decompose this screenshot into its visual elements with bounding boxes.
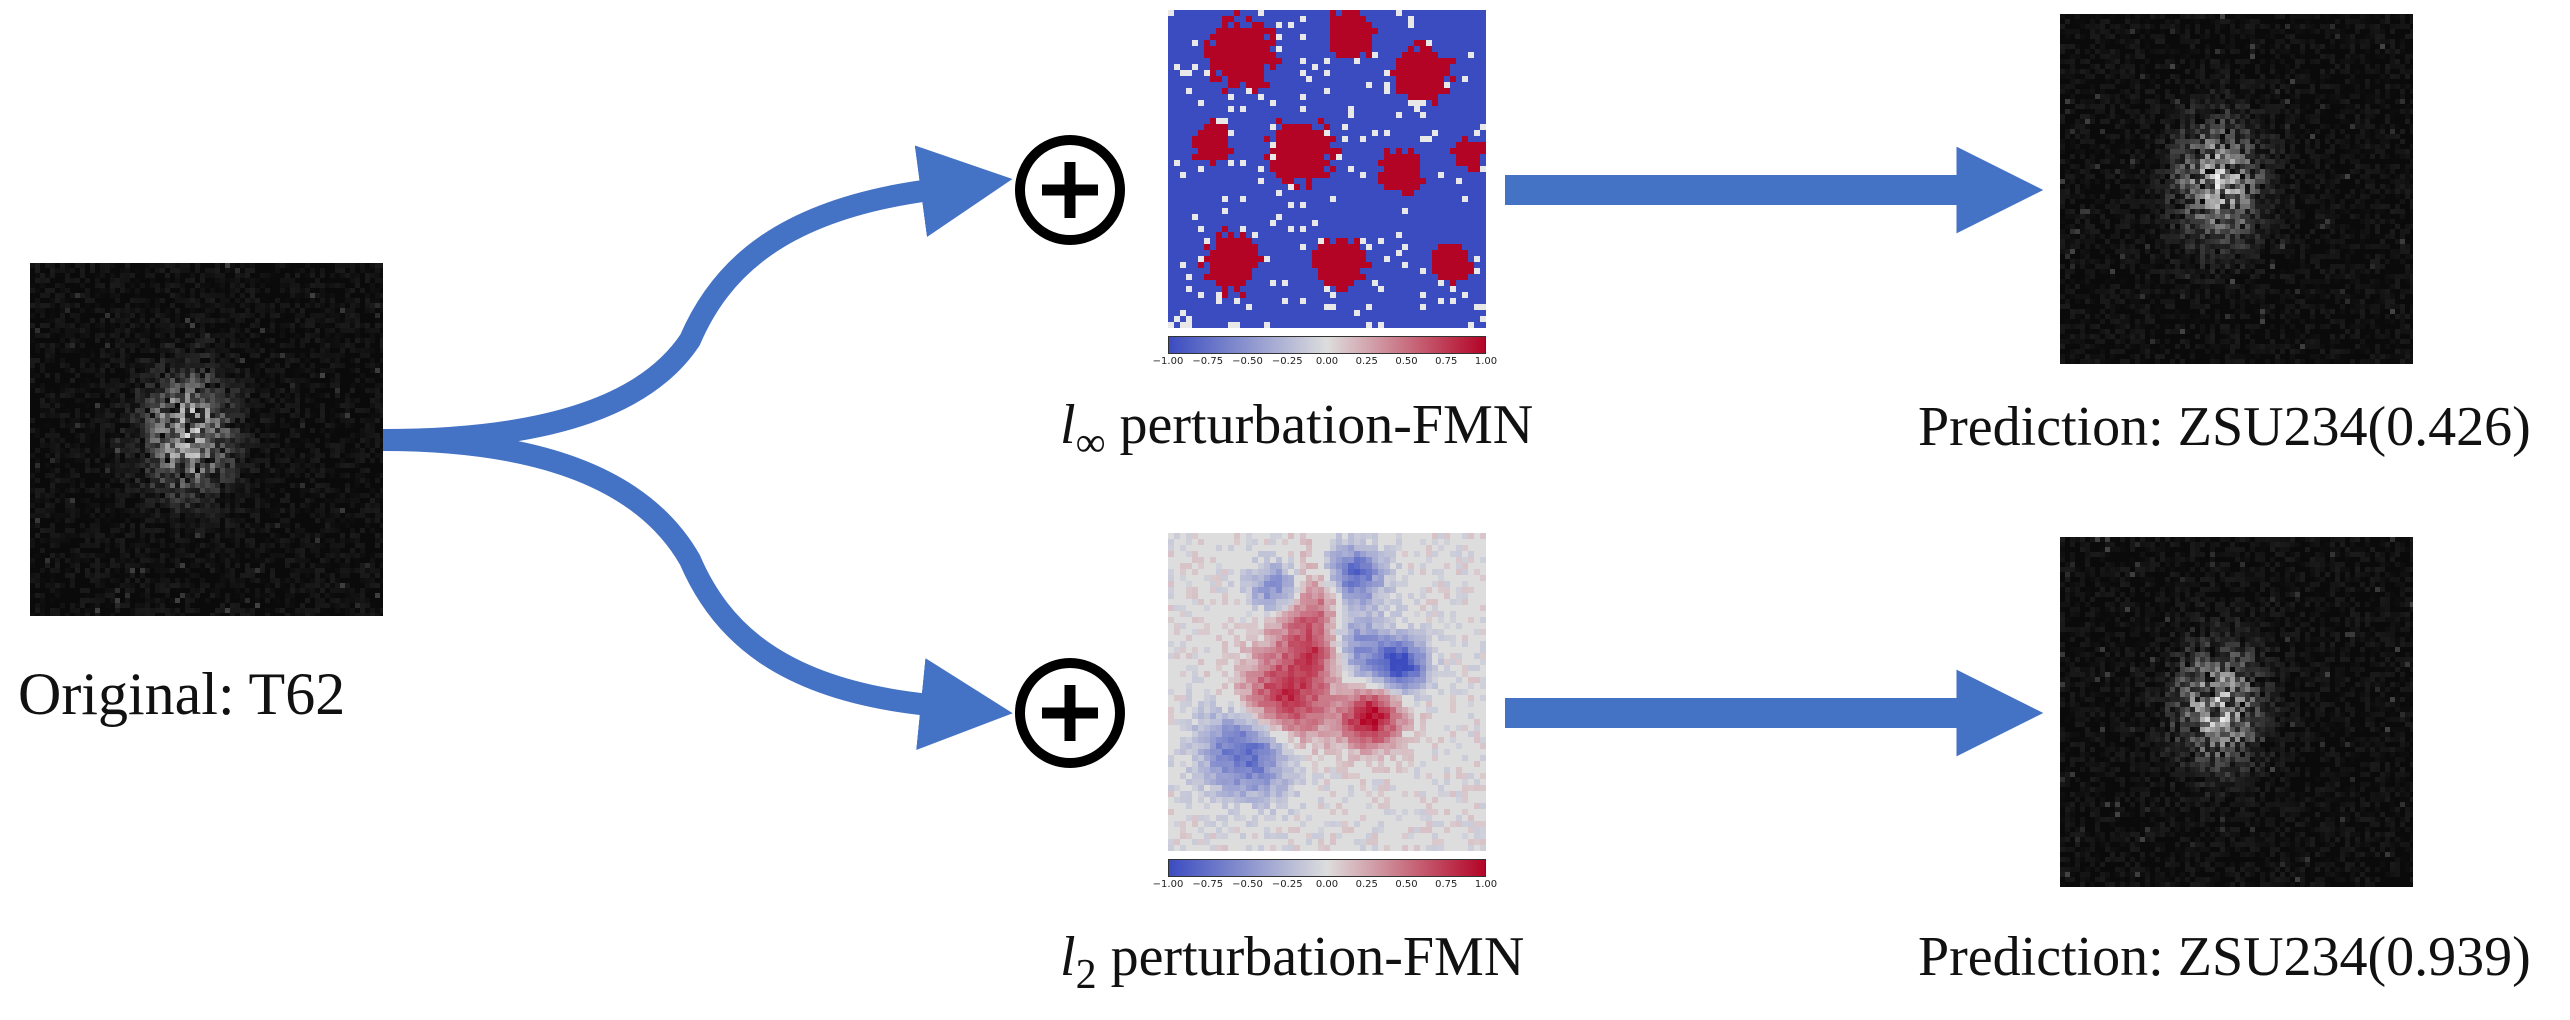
colorbar-tick-label: 0.00	[1315, 356, 1339, 367]
colorbar-tick-label: 0.00	[1315, 879, 1339, 890]
linf-perturbation-map	[1168, 10, 1486, 328]
adversarial-sar-image-top	[2060, 14, 2413, 364]
norm-subscript: ∞	[1075, 419, 1106, 466]
sar-image-canvas	[2060, 14, 2413, 364]
linf-perturbation-canvas	[1168, 10, 1486, 328]
colorbar-tick-label: 0.75	[1435, 356, 1458, 367]
colorbar-tick-label: −1.00	[1152, 879, 1184, 890]
split-arrow-top	[382, 145, 1013, 451]
colorbar-tick-label: −0.50	[1232, 879, 1263, 890]
split-arrow-bottom	[382, 429, 1013, 751]
circled-plus-icon	[1015, 658, 1125, 768]
prediction-label-bottom: Prediction: ZSU234(0.939)	[1918, 926, 2531, 988]
colorbar-tick-label: 0.25	[1355, 356, 1378, 367]
sar-image-canvas	[30, 263, 383, 616]
colorbar-tick-label: 1.00	[1474, 879, 1498, 890]
norm-symbol: l	[1060, 394, 1076, 456]
original-sar-image	[30, 263, 383, 616]
norm-subscript: 2	[1075, 951, 1097, 998]
linf-colorbar-ticks: −1.00 −0.75 −0.50 −0.25 0.00 0.25 0.50 0.75 1.00	[1153, 356, 1497, 370]
perturbation-label: perturbation-FMN	[1105, 394, 1534, 456]
colorbar-tick-label: 0.25	[1355, 879, 1378, 890]
colorbar-tick-label: −0.75	[1192, 356, 1224, 367]
sar-image-canvas	[2060, 537, 2413, 887]
colorbar-tick-label: 1.00	[1474, 356, 1498, 367]
linf-perturbation-caption: l∞ perturbation-FMN	[1060, 393, 1534, 466]
colorbar-tick-label: −1.00	[1152, 356, 1184, 367]
l2-colorbar	[1168, 859, 1486, 877]
colorbar-tick-label: 0.50	[1395, 356, 1418, 367]
norm-symbol: l	[1060, 926, 1076, 988]
colorbar-tick-label: −0.50	[1232, 356, 1263, 367]
l2-perturbation-map	[1168, 533, 1486, 851]
perturbation-label: perturbation-FMN	[1096, 926, 1525, 988]
colorbar-tick-label: −0.25	[1271, 356, 1303, 367]
prediction-label-top: Prediction: ZSU234(0.426)	[1918, 396, 2531, 458]
colorbar-tick-label: −0.25	[1271, 879, 1303, 890]
circled-plus-icon	[1015, 135, 1125, 245]
l2-colorbar-ticks: −1.00 −0.75 −0.50 −0.25 0.00 0.25 0.50 0.75 1.00	[1153, 879, 1497, 893]
l2-perturbation-canvas	[1168, 533, 1486, 851]
original-label: Original: T62	[18, 661, 346, 727]
colorbar-tick-label: −0.75	[1192, 879, 1224, 890]
l2-perturbation-caption: l2 perturbation-FMN	[1060, 925, 1525, 998]
adversarial-sar-image-bottom	[2060, 537, 2413, 887]
colorbar-tick-label: 0.50	[1395, 879, 1418, 890]
colorbar-tick-label: 0.75	[1435, 879, 1458, 890]
linf-colorbar	[1168, 336, 1486, 354]
